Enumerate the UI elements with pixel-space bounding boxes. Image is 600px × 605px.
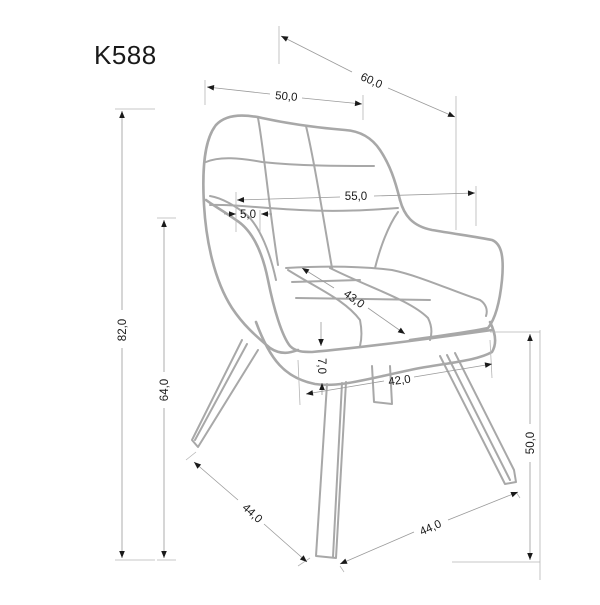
- seat-tuft-curve-1: [287, 269, 363, 347]
- back-tuft-vertical-1: [257, 117, 279, 266]
- dim-seat-width: 42,0: [388, 374, 412, 389]
- seat-skirt: [254, 320, 497, 387]
- dim-leg-span-right: 44,0: [418, 518, 443, 538]
- armrest-left-inner: [209, 195, 277, 281]
- seat-tuft-h2: [295, 297, 431, 301]
- chair-legs: [191, 339, 517, 559]
- back-shell-left: [202, 123, 300, 355]
- armrest-right-inner: [374, 211, 399, 269]
- seat-tuft-curve-2: [329, 267, 433, 341]
- seat-tuft-h1: [291, 279, 361, 283]
- dim-overall-height: 82,0: [117, 319, 129, 341]
- dim-overall-depth: 60,0: [359, 71, 384, 91]
- back-tuft-vertical-2: [305, 125, 333, 269]
- dim-seat-thickness: 7,0: [315, 358, 327, 374]
- back-top: [214, 114, 402, 202]
- model-title: K588: [94, 40, 157, 70]
- dim-seat-height: 50,0: [525, 432, 537, 454]
- dim-armrest-height: 64,0: [159, 379, 171, 401]
- dimension-annotations: 60,0 50,0 55,0 5,0 43,0 7: [115, 26, 541, 580]
- dim-leg-span-left: 44,0: [240, 502, 265, 526]
- chair-outline: [191, 114, 517, 559]
- back-tuft-line-2: [209, 203, 399, 212]
- dim-armrest-width: 55,0: [345, 191, 367, 203]
- dim-armrest-thickness: 5,0: [240, 209, 256, 221]
- back-tuft-line-1: [205, 157, 375, 167]
- armrest-right: [398, 198, 504, 342]
- dim-overall-width: 50,0: [275, 90, 298, 104]
- dim-seat-depth: 43,0: [341, 288, 366, 311]
- seat-back-edge: [285, 265, 488, 317]
